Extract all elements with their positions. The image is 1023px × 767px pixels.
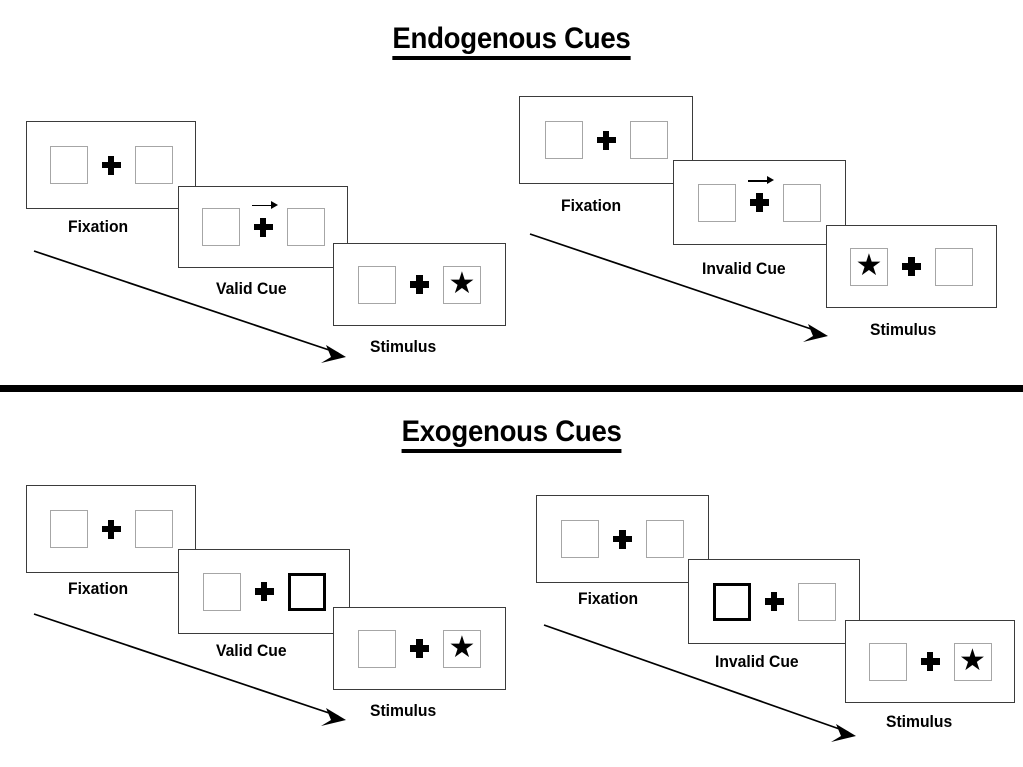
- fixation-cross-icon: [253, 217, 273, 237]
- left-box: ★: [698, 183, 736, 222]
- fixation-cross-icon: [902, 257, 921, 276]
- fixation-cross-icon: [613, 529, 632, 549]
- caption-endogenous-invalid-stimulus: Stimulus: [870, 321, 937, 339]
- panel-content: ★ ★: [850, 247, 973, 286]
- right-box: ★: [935, 247, 973, 286]
- star-icon: ★: [448, 266, 476, 300]
- center-column: [410, 639, 429, 658]
- panel-endogenous-invalid-fixation[interactable]: ★ ★: [519, 96, 693, 184]
- caption-exogenous-valid-fixation: Fixation: [68, 580, 129, 598]
- left-box: ★: [544, 121, 583, 159]
- right-box: ★: [783, 183, 821, 222]
- panel-content: ★ ★: [544, 121, 668, 159]
- fixation-cross-icon: [920, 652, 940, 671]
- caption-endogenous-invalid-fixation: Fixation: [561, 197, 622, 215]
- star-icon: ★: [959, 643, 986, 677]
- caption-endogenous-valid-cue: Valid Cue: [216, 280, 287, 298]
- cue-arrow-icon: [748, 176, 774, 186]
- center-column: [764, 592, 784, 611]
- left-box: ★: [850, 247, 888, 286]
- panel-content: ★ ★: [358, 265, 481, 304]
- right-box: ★: [797, 582, 836, 621]
- panel-content: ★ ★: [202, 572, 326, 611]
- fixation-cross-icon: [254, 582, 274, 601]
- panel-content: ★ ★: [49, 510, 173, 548]
- center-column: [596, 130, 616, 150]
- panel-content: ★ ★: [868, 642, 992, 681]
- flow-arrow-endogenous-invalid: [529, 233, 828, 342]
- left-box: ★: [201, 208, 240, 246]
- panel-content: ★ ★: [201, 200, 325, 246]
- panel-content: ★ ★: [49, 146, 173, 184]
- right-box: ★: [286, 208, 325, 246]
- right-box: ★: [134, 146, 173, 184]
- left-box: ★: [49, 146, 88, 184]
- right-box: ★: [953, 642, 992, 681]
- star-icon: ★: [855, 248, 883, 282]
- flow-arrow-exogenous-invalid: [543, 624, 856, 742]
- right-box: ★: [629, 121, 668, 159]
- caption-exogenous-valid-cue: Valid Cue: [216, 642, 287, 660]
- left-box: ★: [202, 572, 241, 611]
- fixation-cross-icon: [410, 639, 429, 658]
- center-column: [902, 257, 921, 276]
- section-title-exogenous: Exogenous Cues: [0, 417, 1023, 453]
- section-title-endogenous: Endogenous Cues: [0, 24, 1023, 60]
- center-column: [254, 582, 274, 601]
- panel-exogenous-invalid-cue[interactable]: ★ ★: [688, 559, 860, 644]
- panel-endogenous-valid-cue[interactable]: ★ ★: [178, 186, 348, 268]
- right-box: ★: [646, 520, 684, 558]
- flow-arrow-endogenous-valid: [33, 250, 346, 363]
- right-box: ★: [134, 510, 173, 548]
- cue-arrow-icon: [251, 200, 278, 211]
- panel-exogenous-invalid-fixation[interactable]: ★ ★: [536, 495, 709, 583]
- fixation-cross-icon: [596, 130, 616, 150]
- center-column: [101, 519, 121, 539]
- panel-exogenous-valid-stimulus[interactable]: ★ ★: [333, 607, 506, 690]
- fixation-cross-icon: [101, 519, 121, 539]
- center-column: [410, 275, 429, 294]
- caption-endogenous-valid-stimulus: Stimulus: [370, 338, 437, 356]
- fixation-cross-icon: [101, 155, 121, 175]
- panel-exogenous-valid-fixation[interactable]: ★ ★: [26, 485, 196, 573]
- section-title-exogenous-text: Exogenous Cues: [401, 417, 622, 453]
- center-column: [251, 200, 278, 237]
- caption-exogenous-invalid-fixation: Fixation: [578, 590, 639, 608]
- panel-content: ★ ★: [358, 629, 481, 668]
- flow-arrow-exogenous-valid: [33, 613, 346, 726]
- left-box: ★: [358, 629, 396, 668]
- caption-endogenous-valid-fixation: Fixation: [68, 218, 129, 236]
- panel-exogenous-invalid-stimulus[interactable]: ★ ★: [845, 620, 1015, 703]
- fixation-cross-icon: [750, 193, 769, 212]
- caption-exogenous-invalid-cue: Invalid Cue: [715, 653, 799, 671]
- panel-exogenous-valid-cue[interactable]: ★ ★: [178, 549, 350, 634]
- fixation-cross-icon: [764, 592, 784, 611]
- panel-content: ★ ★: [561, 520, 684, 558]
- right-box: ★: [443, 629, 481, 668]
- fixation-cross-icon: [410, 275, 429, 294]
- panel-content: ★ ★: [712, 582, 836, 621]
- left-box: ★: [868, 642, 907, 681]
- panel-endogenous-valid-fixation[interactable]: ★ ★: [26, 121, 196, 209]
- panel-content: ★ ★: [698, 176, 821, 222]
- right-box: ★: [287, 572, 326, 611]
- section-title-endogenous-text: Endogenous Cues: [392, 24, 631, 60]
- panel-endogenous-invalid-stimulus[interactable]: ★ ★: [826, 225, 997, 308]
- caption-exogenous-invalid-stimulus: Stimulus: [886, 713, 953, 731]
- center-column: [101, 155, 121, 175]
- caption-exogenous-valid-stimulus: Stimulus: [370, 702, 437, 720]
- center-column: [613, 529, 632, 549]
- section-divider: [0, 385, 1023, 392]
- caption-endogenous-invalid-cue: Invalid Cue: [702, 260, 786, 278]
- star-icon: ★: [448, 630, 476, 664]
- panel-endogenous-invalid-cue[interactable]: ★ ★: [673, 160, 846, 245]
- left-box: ★: [712, 582, 751, 621]
- center-column: [920, 652, 940, 671]
- left-box: ★: [561, 520, 599, 558]
- right-box: ★: [443, 265, 481, 304]
- center-column: [748, 176, 774, 212]
- left-box: ★: [49, 510, 88, 548]
- panel-endogenous-valid-stimulus[interactable]: ★ ★: [333, 243, 506, 326]
- left-box: ★: [358, 265, 396, 304]
